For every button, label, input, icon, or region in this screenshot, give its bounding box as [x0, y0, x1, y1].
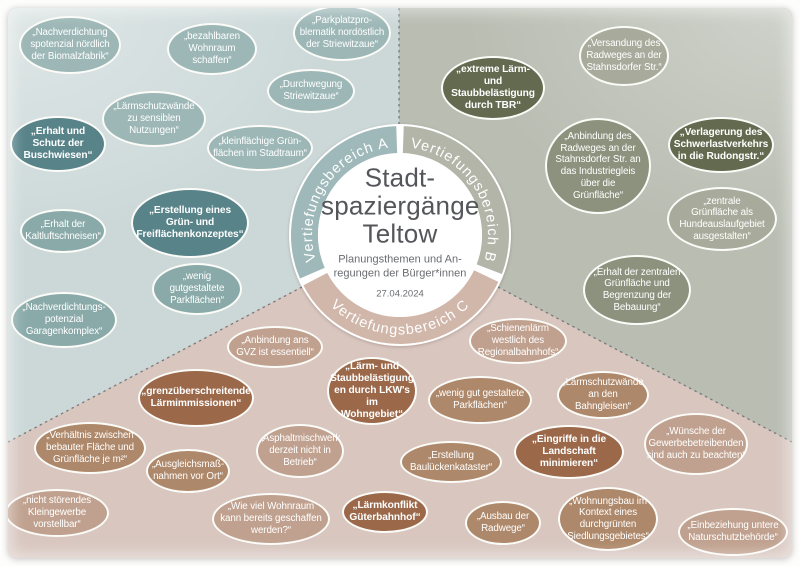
diagram-title-line: Teltow [362, 218, 438, 249]
topic-bubble-label: „Asphaltmischwerk derzeit nicht in Betri… [259, 433, 341, 468]
topic-bubble-sector-c: „Lärm- und Staubbelästigung en durch LKW… [327, 357, 417, 425]
topic-bubble-label: „Erhalt und Schutz der Buschwiesen“ [23, 126, 93, 161]
center-title-block: Stadt- spaziergänge Teltow Planungstheme… [321, 162, 480, 300]
topic-bubble-layer: „Nachverdichtung spotenzial nördlich der… [8, 8, 792, 558]
topic-bubble-sector-c: „wenig gut gestaltete Parkflächen“ [428, 376, 532, 424]
topic-bubble-sector-a: „bezahlbaren Wohnraum schaffen“ [167, 23, 257, 75]
topic-bubble-label: „Anbindung ans GVZ ist essentiell“ [236, 335, 314, 358]
topic-bubble-label: „Durchwegung Striewitzaue“ [279, 79, 343, 102]
diagram-date: 27.04.2024 [376, 288, 424, 300]
topic-bubble-label: „zentrale Grünfläche als Hundeauslaufgeb… [679, 195, 765, 242]
topic-bubble-sector-c: „Wie viel Wohnraum kann bereits geschaff… [212, 493, 330, 545]
topic-bubble-sector-c: „Ausbau der Radwege“ [465, 501, 541, 545]
topic-bubble-label: „Ausbau der Radwege“ [476, 511, 530, 534]
topic-bubble-label: „Lärmkonflikt Güterbahnhof“ [349, 500, 421, 523]
diagram-title-line: spaziergänge [321, 190, 480, 221]
topic-bubble-sector-b: „zentrale Grünfläche als Hundeauslaufgeb… [667, 187, 777, 251]
topic-bubble-label: „nicht störendes Kleingewerbe vorstellba… [22, 495, 92, 530]
topic-bubble-label: „Eingriffe in die Landschaft minimieren“ [531, 434, 607, 469]
diagram-overlay: Vertiefungsbereich A Vertiefungsbereich … [8, 8, 792, 443]
topic-bubble-sector-c: „Lärmkonflikt Güterbahnhof“ [342, 491, 428, 533]
topic-bubble-sector-a: „Durchwegung Striewitzaue“ [267, 69, 355, 113]
topic-bubble-sector-a: „kleinflächige Grün- flächen im Stadtrau… [207, 125, 313, 171]
topic-bubble-sector-b: „Versandung des Radweges an der Stahnsdo… [579, 26, 669, 86]
topic-bubble-label: „Lärmschutzwände an den Bahngleisen“ [562, 377, 644, 412]
topic-bubble-sector-a: „Parkplatzpro- blematik nordöstlich der … [293, 8, 391, 61]
diagram-title-line: Stadt- [364, 162, 436, 193]
sector-divider-right [497, 286, 792, 443]
topic-bubble-label: „Einbeziehung untere Naturschutzbehörde“ [687, 520, 779, 543]
topic-bubble-sector-a: „Nachverdichtungs- potenzial Garagenkomp… [11, 292, 117, 348]
sector-divider-left [8, 286, 303, 443]
topic-bubble-sector-c: „Wohnungsbau im Kontext eines durchgrünt… [558, 487, 658, 551]
topic-bubble-sector-b: „extreme Lärm- und Staubbelästigung durc… [441, 56, 545, 120]
topic-bubble-sector-c: „Asphaltmischwerk derzeit nicht in Betri… [256, 424, 344, 478]
topic-bubble-sector-a: „Lärmschutzwände zu sensiblen Nutzungen“ [102, 91, 206, 147]
topic-bubble-sector-b: „Anbindung des Radweges an der Stahnsdor… [545, 118, 651, 214]
topic-bubble-label: „Erhalt der zentralen Grünfläche und Beg… [593, 266, 681, 313]
topic-bubble-sector-a: „Erhalt und Schutz der Buschwiesen“ [10, 116, 106, 172]
topic-bubble-sector-a: „Erhalt der Kaltluftschneisen“ [20, 209, 106, 253]
topic-bubble-label: „Erstellung Baulückenkataster“ [409, 450, 493, 473]
topic-bubble-label: „Parkplatzpro- blematik nordöstlich der … [299, 15, 385, 50]
topic-bubble-sector-c: „nicht störendes Kleingewerbe vorstellba… [8, 489, 109, 537]
diagram-board: Vertiefungsbereich A Vertiefungsbereich … [8, 8, 792, 558]
topic-bubble-sector-c: „Eingriffe in die Landschaft minimieren“ [514, 425, 624, 479]
center-ring-inner-circle [318, 153, 482, 317]
diagram-subtitle-line: regungen der Bürger*innen [333, 267, 467, 280]
topic-bubble-sector-c: „Anbindung ans GVZ ist essentiell“ [227, 326, 323, 368]
topic-bubble-label: „extreme Lärm- und Staubbelästigung durc… [451, 64, 535, 111]
topic-bubble-label: „grenzüberschreitende Lärmimmissionen“ [141, 386, 251, 409]
topic-bubble-sector-c: „Verhältnis zwischen bebauter Fläche und… [34, 422, 146, 474]
diagram-subtitle-line: Planungsthemen und An- [338, 253, 462, 266]
topic-bubble-sector-c: „Lärmschutzwände an den Bahngleisen“ [557, 371, 649, 419]
topic-bubble-label: „wenig gutgestaltete Parkflächen“ [169, 271, 225, 306]
topic-bubble-sector-a: „wenig gutgestaltete Parkflächen“ [152, 263, 242, 315]
topic-bubble-label: „Wohnungsbau im Kontext eines durchgrünt… [567, 495, 649, 542]
topic-bubble-label: „Anbindung des Radweges an der Stahnsdor… [555, 130, 641, 201]
topic-bubble-label: „Lärm- und Staubbelästigung en durch LKW… [330, 361, 414, 420]
topic-bubble-label: „Nachverdichtung spotenzial nördlich der… [30, 27, 110, 62]
ring-segment-b [402, 126, 509, 275]
ring-segment-c [303, 269, 499, 344]
topic-bubble-label: „Erstellung eines Grün- und Freiflächenk… [136, 205, 244, 240]
topic-bubble-sector-b: „Verlagerung des Schwerlastverkehrs in d… [668, 117, 774, 173]
topic-bubble-label: „bezahlbaren Wohnraum schaffen“ [184, 31, 240, 66]
topic-bubble-sector-b: „Erhalt der zentralen Grünfläche und Beg… [583, 255, 691, 325]
topic-bubble-label: „Versandung des Radweges an der Stahnsdo… [586, 38, 662, 73]
topic-bubble-label: „kleinflächige Grün- flächen im Stadtrau… [213, 136, 307, 159]
topic-bubble-label: „Wünsche der Gewerbebetreibenden sind au… [646, 426, 746, 461]
topic-bubble-sector-c: „Wünsche der Gewerbebetreibenden sind au… [644, 413, 748, 475]
topic-bubble-label: „Nachverdichtungs- potenzial Garagenkomp… [22, 302, 106, 337]
topic-bubble-label: „Wie viel Wohnraum kann bereits geschaff… [220, 501, 322, 536]
topic-bubble-sector-c: „Ausgleichsmaß- nahmen vor Ort“ [146, 449, 230, 493]
topic-bubble-label: „Verhältnis zwischen bebauter Fläche und… [46, 430, 134, 465]
topic-bubble-label: „Ausgleichsmaß- nahmen vor Ort“ [152, 459, 224, 482]
diagram-subtitle: Planungsthemen und An- regungen der Bürg… [321, 254, 479, 282]
topic-bubble-label: „Erhalt der Kaltluftschneisen“ [25, 219, 101, 242]
topic-bubble-sector-c: „Schienenlärm westlich des Regionalbahnh… [469, 318, 567, 364]
topic-bubble-sector-a: „Erstellung eines Grün- und Freiflächenk… [131, 188, 249, 258]
topic-bubble-label: „wenig gut gestaltete Parkflächen“ [435, 388, 525, 411]
topic-bubble-sector-c: „Erstellung Baulückenkataster“ [400, 441, 502, 483]
ring-segment-a [291, 126, 398, 279]
topic-bubble-label: „Verlagerung des Schwerlastverkehrs in d… [673, 127, 769, 162]
topic-bubble-sector-c: „grenzüberschreitende Lärmimmissionen“ [138, 369, 254, 427]
topic-bubble-label: „Schienenlärm westlich des Regionalbahnh… [477, 323, 559, 358]
diagram-title: Stadt- spaziergänge Teltow [321, 162, 480, 249]
topic-bubble-label: „Lärmschutzwände zu sensiblen Nutzungen“ [113, 101, 195, 136]
topic-bubble-sector-c: „Einbeziehung untere Naturschutzbehörde“ [678, 508, 788, 556]
topic-bubble-sector-a: „Nachverdichtung spotenzial nördlich der… [19, 16, 121, 74]
